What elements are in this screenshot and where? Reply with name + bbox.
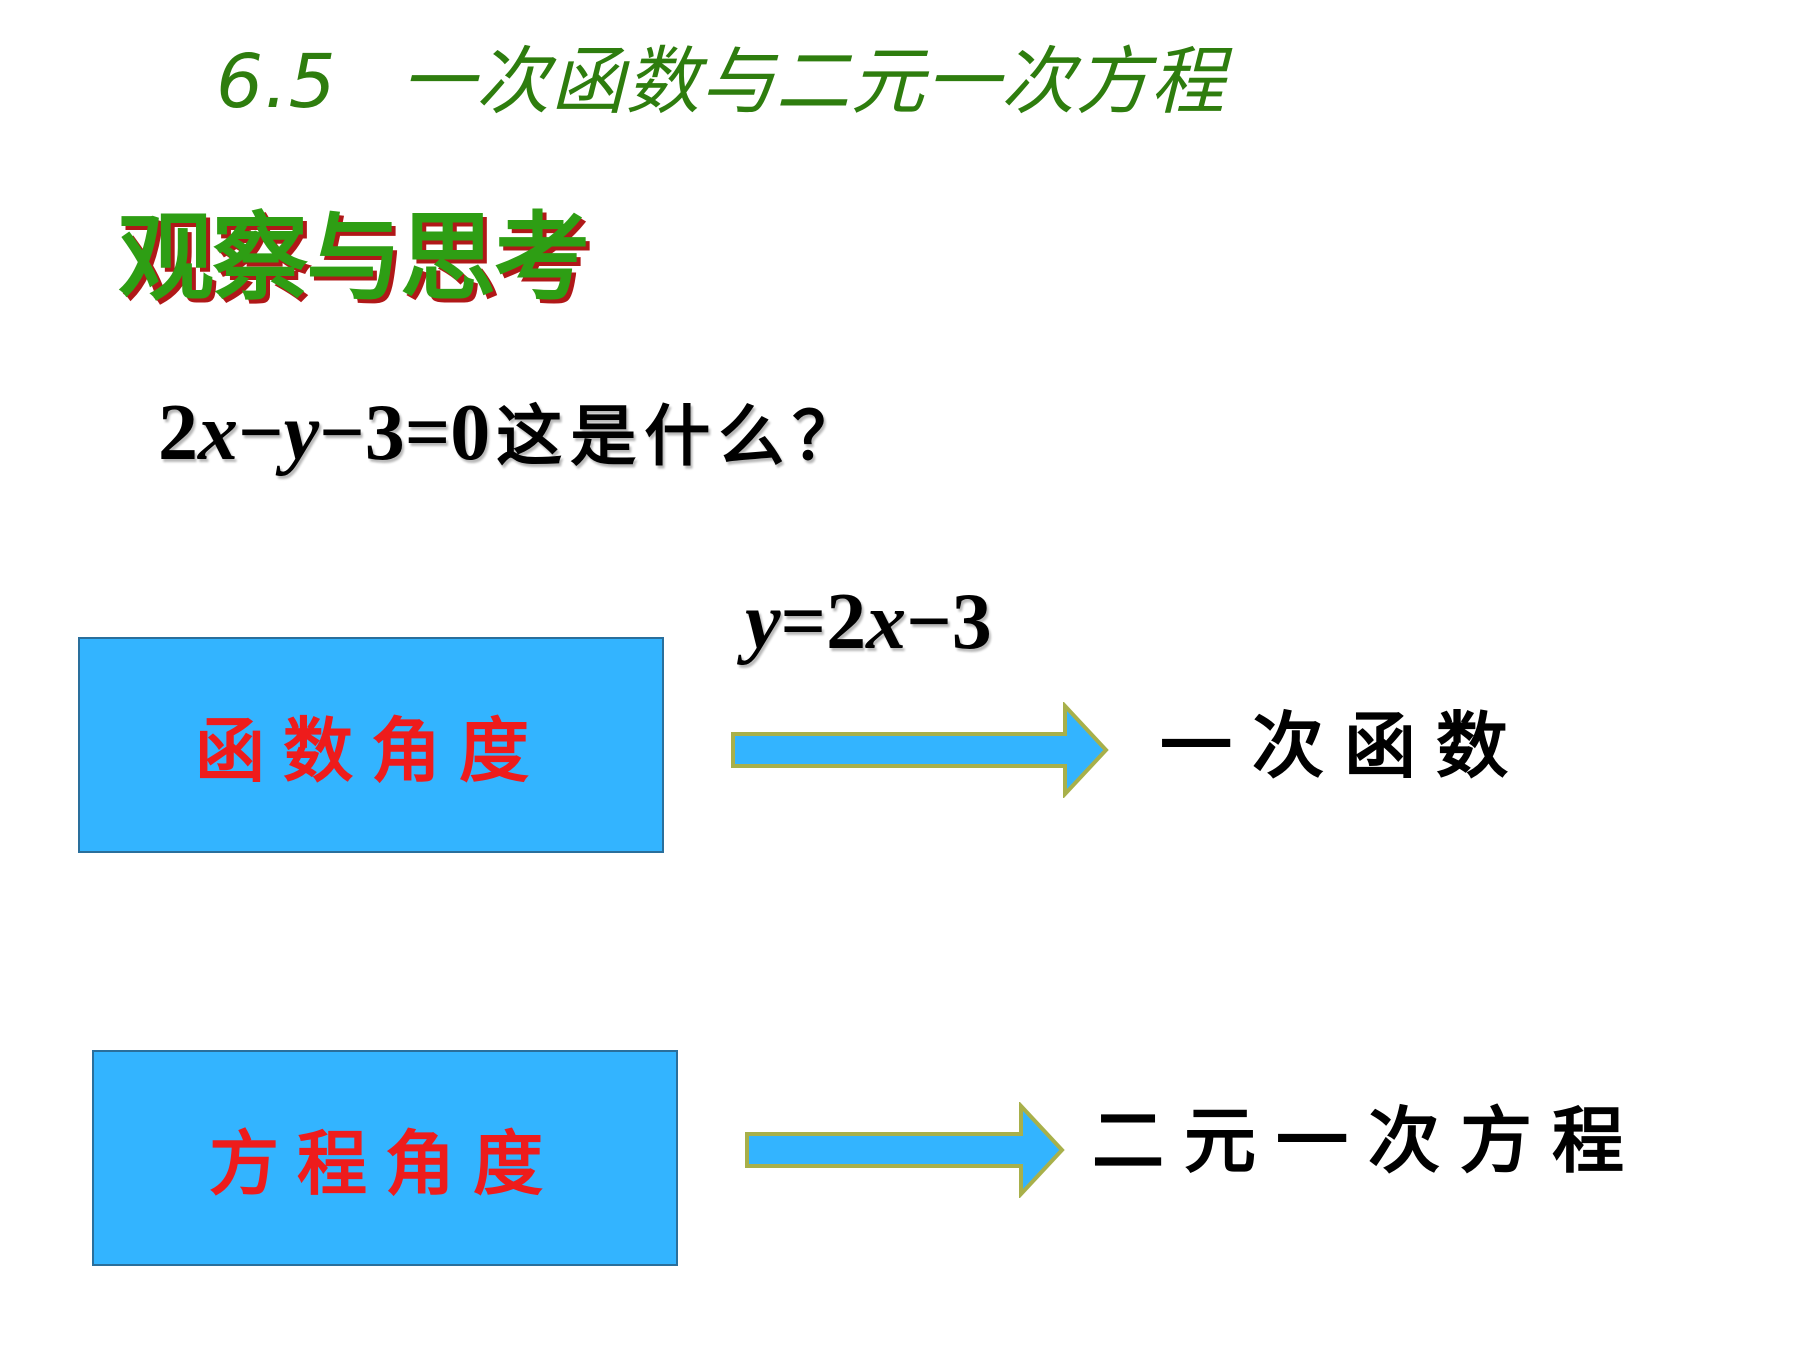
function-var-x: x bbox=[866, 578, 907, 666]
function-var-y: y bbox=[745, 578, 781, 666]
section-number: 6.5 bbox=[216, 39, 337, 125]
equation-rest: −3=0 bbox=[319, 389, 491, 477]
equation-var-y: y bbox=[283, 389, 320, 477]
equation-perspective-box: 方程角度 bbox=[92, 1050, 678, 1266]
equation-expression: 2x−y−3=0 bbox=[158, 389, 490, 477]
equation-coef: 2 bbox=[158, 389, 198, 477]
equation-question-text: 这是什么？ bbox=[496, 398, 867, 475]
equation-var-x: x bbox=[198, 389, 238, 477]
function-rest: −3 bbox=[906, 578, 992, 666]
function-perspective-box: 函数角度 bbox=[78, 637, 664, 853]
right-block-arrow-icon bbox=[731, 702, 1109, 798]
section-title-text: 一次函数与二元一次方程 bbox=[400, 39, 1226, 125]
observe-think-heading: 观察与思考 bbox=[118, 202, 590, 314]
equation-perspective-label: 方程角度 bbox=[209, 1122, 561, 1205]
function-form: y=2x−3 bbox=[745, 582, 992, 662]
linear-equation-two-vars-result: 二元一次方程 bbox=[1092, 1099, 1645, 1183]
right-block-arrow-icon bbox=[745, 1102, 1065, 1198]
linear-function-result: 一次函数 bbox=[1160, 704, 1529, 788]
equation-minus: − bbox=[238, 389, 284, 477]
equation-question: 2x−y−3=0这是什么？ bbox=[158, 392, 866, 473]
function-eq: =2 bbox=[780, 578, 867, 666]
function-perspective-label: 函数角度 bbox=[195, 709, 547, 792]
